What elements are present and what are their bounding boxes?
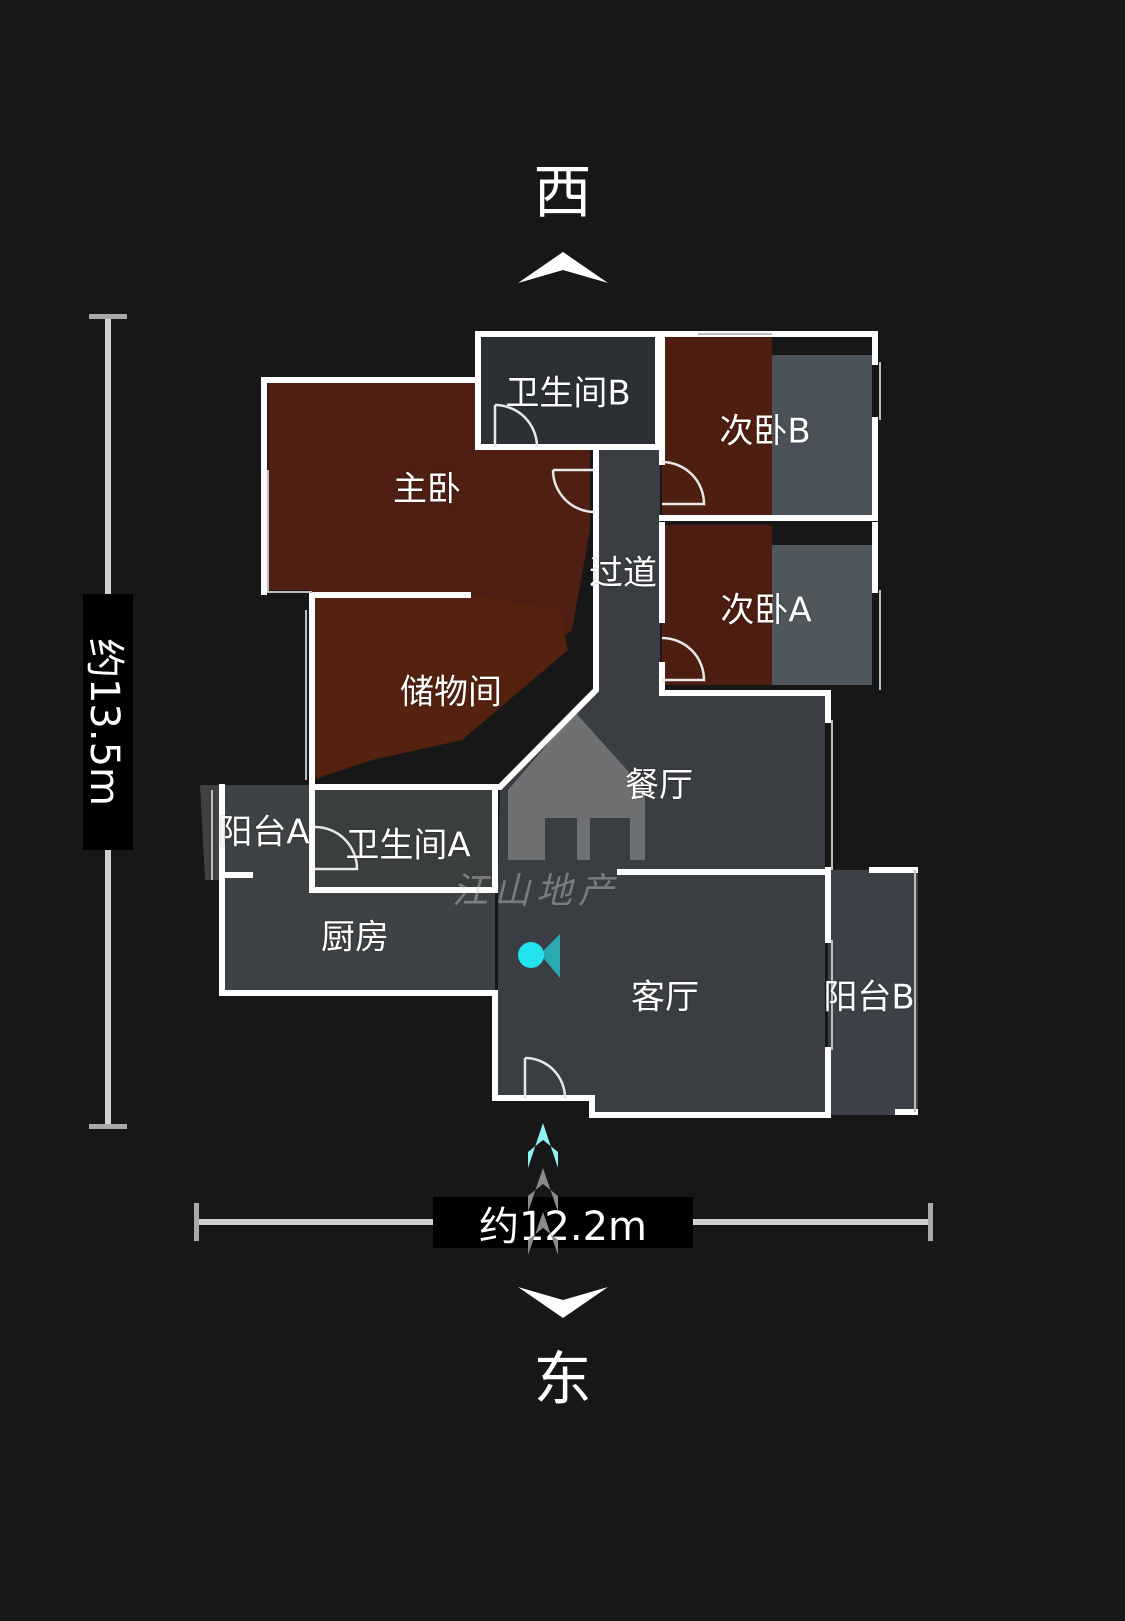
room-label-storage[interactable]: 储物间 — [400, 672, 502, 713]
width-label-box: 约12.2m — [433, 1197, 693, 1250]
height-label-box: 约13.5m — [81, 594, 133, 850]
current-position-marker[interactable] — [516, 926, 596, 986]
floor-fills — [200, 335, 918, 1115]
forward-navigation-arrows[interactable] — [528, 1123, 558, 1255]
height-label: 约13.5m — [81, 637, 127, 807]
width-label: 约12.2m — [478, 1203, 648, 1250]
compass-bottom-label: 东 — [533, 1345, 592, 1413]
door-swings — [314, 403, 706, 1099]
vertical-scale-cap-top — [89, 314, 127, 319]
room-label-corridor[interactable]: 过道 — [589, 553, 657, 594]
room-label-bathroom-b[interactable]: 卫生间B — [505, 373, 631, 414]
chevron-up-active-icon — [528, 1123, 558, 1168]
room-label-second-bedroom-a[interactable]: 次卧A — [720, 590, 812, 631]
watermark-logo-icon — [508, 712, 645, 860]
room-label-balcony-a[interactable]: 阳台A — [218, 812, 310, 853]
room-label-kitchen[interactable]: 厨房 — [321, 917, 389, 958]
vertical-scale-cap-bottom — [89, 1124, 127, 1129]
room-label-balcony-b[interactable]: 阳台B — [823, 977, 915, 1018]
chevron-up-inactive-icon — [528, 1212, 558, 1255]
room-label-dining[interactable]: 餐厅 — [625, 765, 693, 806]
room-label-master-bedroom[interactable]: 主卧 — [393, 469, 461, 510]
room-label-living-room[interactable]: 客厅 — [631, 977, 699, 1018]
watermark-text: 江山地产 — [452, 871, 621, 912]
chevron-up-inactive-icon — [528, 1168, 558, 1212]
location-dot-icon — [518, 942, 544, 968]
horizontal-scale-cap-right — [928, 1203, 933, 1241]
room-label-bathroom-a[interactable]: 卫生间A — [345, 825, 471, 866]
view-direction-cone-icon — [540, 934, 560, 978]
walls — [219, 331, 918, 1118]
compass-top-label: 西 — [533, 158, 592, 226]
room-label-second-bedroom-b[interactable]: 次卧B — [719, 411, 811, 452]
horizontal-scale-cap-left — [194, 1203, 199, 1241]
